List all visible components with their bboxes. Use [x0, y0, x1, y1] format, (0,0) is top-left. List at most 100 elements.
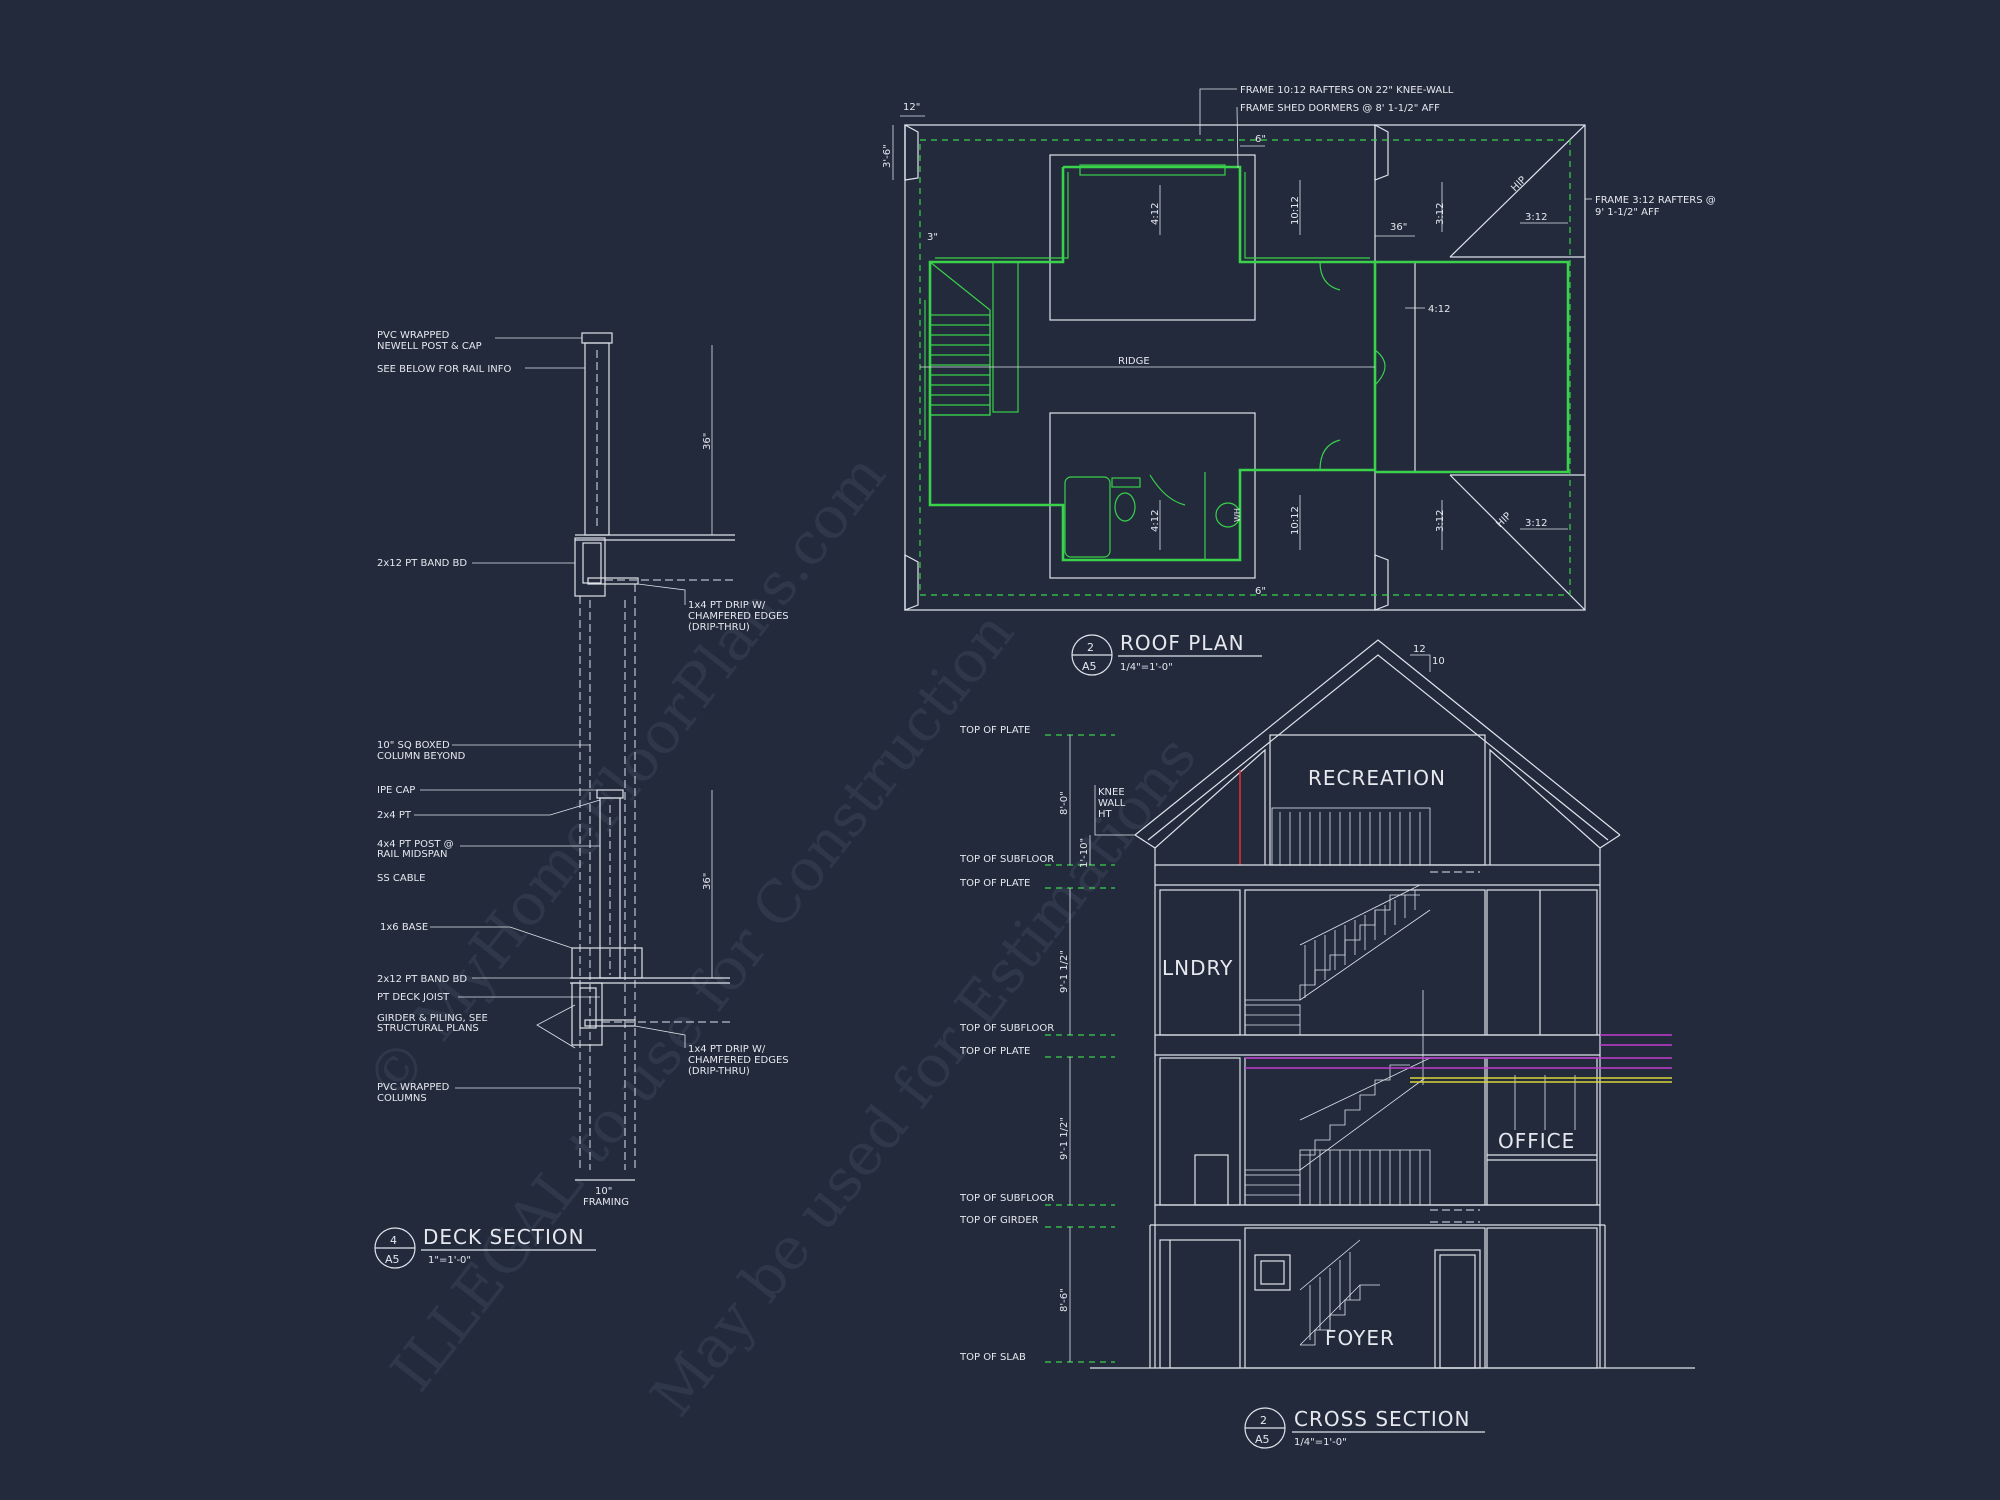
callout-drip-bot-a: 1x4 PT DRIP W/	[688, 1044, 766, 1055]
eave-return-tm	[1374, 123, 1389, 181]
roof-profile-outer	[1134, 639, 1621, 836]
attic-railing	[1271, 807, 1431, 866]
foyer-door-inner	[1439, 1254, 1476, 1369]
callout-pvc-col-b: COLUMNS	[377, 1093, 427, 1104]
cross-section-title: CROSS SECTION	[1294, 1407, 1470, 1431]
inner-wall-line-top	[935, 172, 1069, 259]
callout-girder-a: GIRDER & PILING, SEE	[377, 1013, 488, 1024]
stair-rail	[992, 261, 1019, 413]
leader-drip-bottom	[634, 1025, 686, 1048]
knee-wall-a: KNEE	[1098, 787, 1125, 798]
callout-drip-bot-c: (DRIP-THRU)	[688, 1066, 750, 1077]
knee-wall-c: HT	[1098, 809, 1113, 820]
pitch-symbol	[1410, 654, 1431, 672]
slope-label-10-12-a: 10:12	[1290, 196, 1301, 225]
eave-return-bl	[904, 553, 919, 611]
level-top-plate-2: TOP OF PLATE	[959, 878, 1030, 889]
attic-knee-wall-left	[1154, 748, 1266, 865]
eave-left	[1134, 834, 1156, 849]
first-floor-right-room	[1486, 1227, 1598, 1369]
dim-3: 3"	[927, 232, 938, 243]
roof-profile-inner	[1147, 654, 1609, 841]
cross-section-scale: 1/4"=1'-0"	[1294, 1437, 1347, 1448]
knee-wall-leader	[1094, 785, 1135, 836]
note-3-12-rafters-a: FRAME 3:12 RAFTERS @	[1595, 195, 1716, 206]
level-top-subfloor-3: TOP OF SUBFLOOR	[959, 1193, 1054, 1204]
dim-6-top: 6"	[1255, 134, 1266, 145]
second-floor-door	[1194, 1154, 1229, 1206]
band-board-top	[574, 537, 606, 597]
level-top-girder: TOP OF GIRDER	[959, 1215, 1039, 1226]
attic-knee-wall-right	[1489, 748, 1601, 865]
ridge-label: RIDGE	[1118, 356, 1150, 367]
dim-36-top: 36"	[702, 433, 713, 450]
eave-right	[1599, 834, 1621, 849]
water-heater-label: WH	[1233, 508, 1242, 522]
slope-label-3-12-c: 3:12	[1435, 510, 1446, 532]
foyer-window-inner	[1260, 1260, 1285, 1285]
third-floor-stair-hall	[1244, 889, 1486, 1036]
deck-section-title: DECK SECTION	[423, 1225, 585, 1249]
note-shed-dormers: FRAME SHED DORMERS @ 8' 1-1/2" AFF	[1240, 103, 1440, 114]
door-swing-right	[1374, 349, 1386, 386]
level-top-plate-3: TOP OF PLATE	[959, 1046, 1030, 1057]
deck-detail-number: 4	[390, 1234, 397, 1247]
callout-pvc-col-a: PVC WRAPPED	[377, 1082, 450, 1093]
level-top-plate-1: TOP OF PLATE	[959, 725, 1030, 736]
roof-detail-number: 2	[1087, 641, 1094, 654]
callout-band-bottom: 2x12 PT BAND BD	[377, 974, 467, 985]
callout-newell-b: NEWELL POST & CAP	[377, 341, 482, 352]
leader-drip-top	[637, 583, 686, 605]
callout-base: 1x6 BASE	[380, 922, 428, 933]
callout-post-a: 4x4 PT POST @	[377, 839, 454, 850]
dim-3-6: 3'-6"	[882, 144, 893, 168]
dim-36: 36"	[1390, 222, 1407, 233]
dim-12: 12"	[903, 102, 920, 113]
deck-section-scale: 1"=1'-0"	[428, 1255, 471, 1266]
level-top-subfloor-1: TOP OF SUBFLOOR	[959, 854, 1054, 865]
callout-newell-a: PVC WRAPPED	[377, 330, 450, 341]
door-swing-bottom	[1319, 439, 1341, 471]
knee-wall-b: WALL	[1098, 798, 1126, 809]
callout-column-a: 10" SQ BOXED	[377, 740, 450, 751]
cross-detail-sheet: A5	[1255, 1433, 1270, 1446]
leader-rafters-knee-wall	[1199, 88, 1237, 135]
room-foyer: FOYER	[1325, 1326, 1395, 1350]
upper-floor-right-wing	[1375, 260, 1570, 474]
foyer-stair	[1299, 1239, 1380, 1346]
toilet	[1114, 492, 1136, 522]
roof-plan-scale: 1/4"=1'-0"	[1120, 662, 1173, 673]
foyer-room	[1244, 1227, 1486, 1369]
laundry-room	[1159, 889, 1241, 1036]
dim-8-6: 8'-6"	[1059, 1288, 1070, 1312]
third-floor-right-room	[1486, 889, 1598, 1036]
dim-framing: FRAMING	[583, 1197, 629, 1208]
note-rafters-knee-wall: FRAME 10:12 RAFTERS ON 22" KNEE-WALL	[1240, 85, 1454, 96]
callout-drip-bot-b: CHAMFERED EDGES	[688, 1055, 789, 1066]
cross-section: 12 10	[959, 639, 1695, 1449]
slope-label-3-12-d: 3:12	[1525, 518, 1547, 529]
foyer-stair-hidden	[1430, 1209, 1480, 1223]
level-labels: TOP OF PLATE TOP OF SUBFLOOR TOP OF PLAT…	[959, 725, 1054, 1363]
attic-stair-hidden	[1430, 871, 1480, 886]
dim-36-bottom: 36"	[702, 873, 713, 890]
callout-deck-joist: PT DECK JOIST	[377, 992, 450, 1003]
slope-label-4-12-c: 4:12	[1150, 510, 1161, 532]
door-swing-top	[1319, 261, 1341, 291]
roof-plan-title: ROOF PLAN	[1120, 631, 1245, 655]
stair-tread-lines	[930, 324, 990, 406]
sink	[1215, 502, 1241, 528]
callout-ipe-cap: IPE CAP	[377, 785, 415, 796]
leader-base	[430, 926, 573, 949]
deck-detail-sheet: A5	[385, 1253, 400, 1266]
callout-drip-top-b: CHAMFERED EDGES	[688, 611, 789, 622]
eave-return-tl	[904, 123, 919, 181]
dim-8-0: 8'-0"	[1059, 791, 1070, 815]
dormer-window-top	[1079, 164, 1226, 176]
beam-lines	[1245, 1034, 1672, 1083]
upper-stair	[1244, 884, 1431, 1036]
callout-drip-top-c: (DRIP-THRU)	[688, 622, 750, 633]
roof-detail-sheet: A5	[1082, 660, 1097, 673]
dim-9-1-b: 9'-1 1/2"	[1059, 1117, 1070, 1160]
